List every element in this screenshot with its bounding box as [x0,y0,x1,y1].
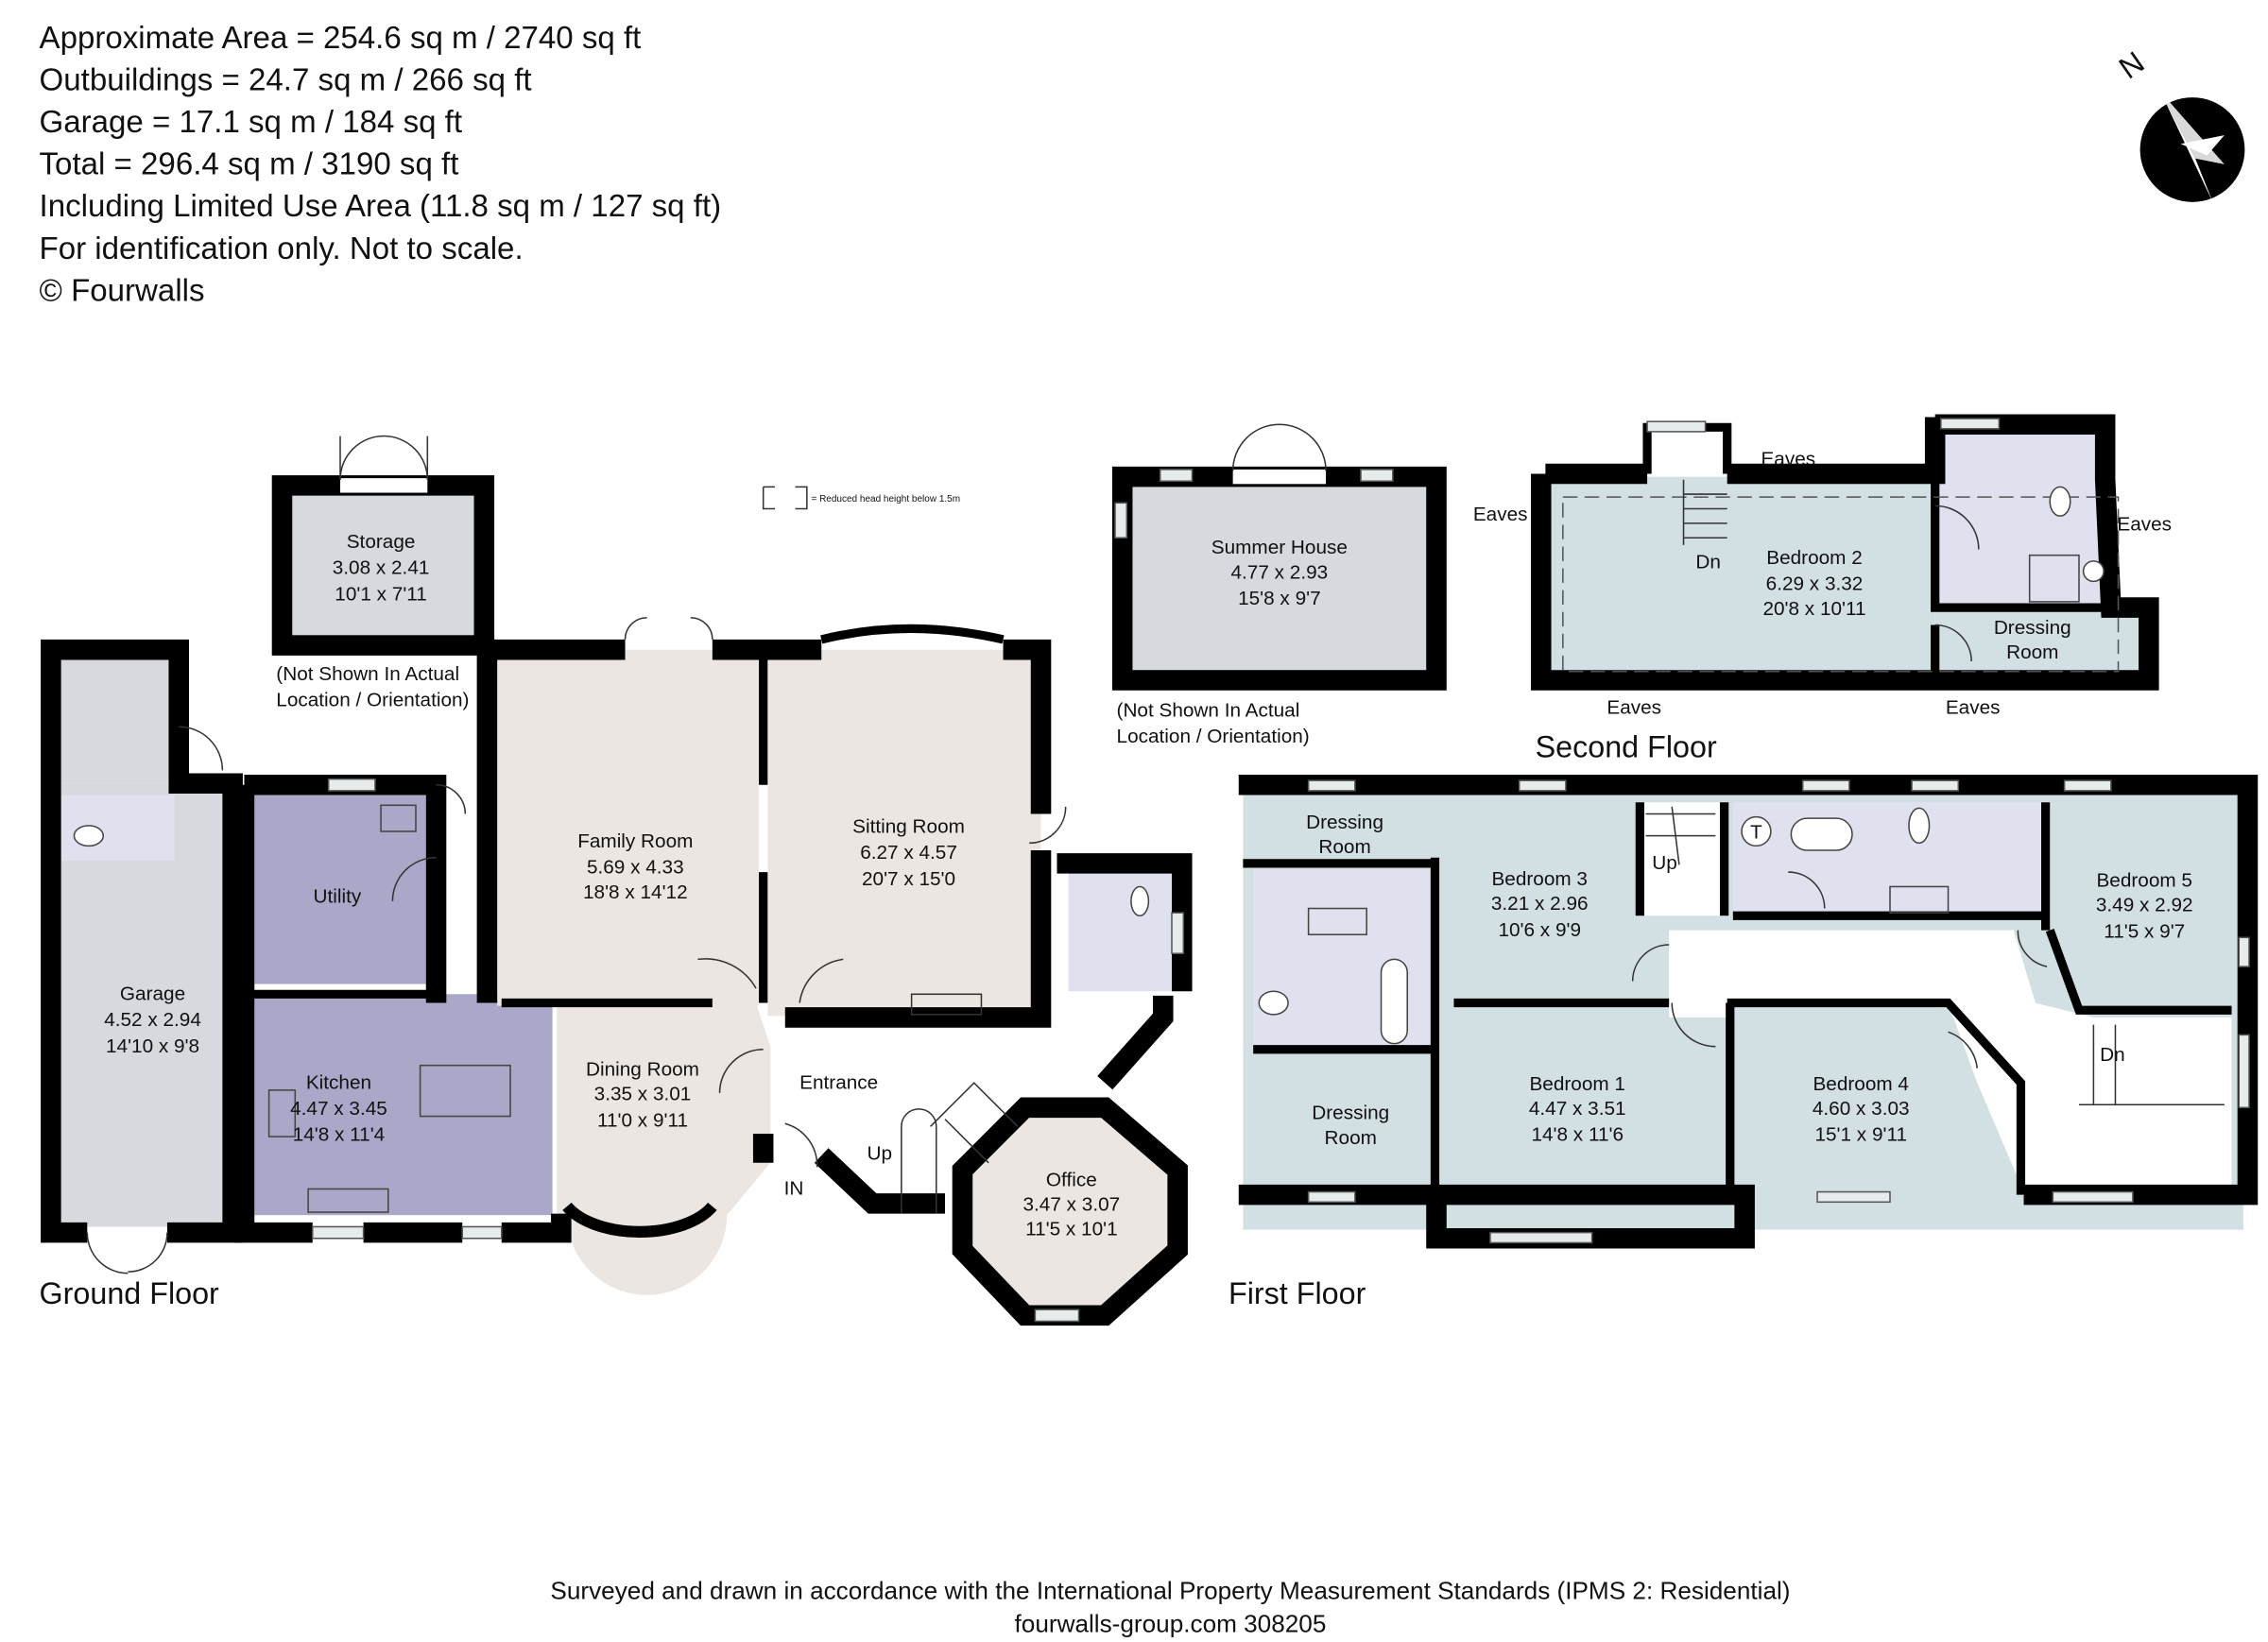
ground-floor-plan: Garage 4.52 x 2.94 14'10 x 9'8 Utility K… [40,617,1193,1326]
garage-area: Garage = 17.1 sq m / 184 sq ft [40,105,463,140]
bedroom-3-name: Bedroom 3 [1491,868,1588,890]
family-room-imperial: 18'8 x 14'12 [583,881,688,903]
second-dressing-room-line1: Dressing [1994,617,2071,639]
bedroom-4-metric: 4.60 x 3.03 [1813,1098,1910,1120]
family-room-metric: 5.69 x 4.33 [587,857,684,879]
office-imperial: 11'5 x 10'1 [1025,1219,1118,1240]
eaves-label-bottom-right: Eaves [1946,696,2001,718]
family-room-name: Family Room [577,830,693,852]
bedroom-2-metric: 6.29 x 3.32 [1766,573,1864,595]
stairs-up-label: Up [868,1143,893,1165]
summer-house-note-1: (Not Shown In Actual [1117,699,1300,721]
dressing-room-bottom-line1: Dressing [1312,1103,1389,1124]
bedroom-5-name: Bedroom 5 [2096,869,2192,891]
garage-metric: 4.52 x 2.94 [104,1009,201,1031]
sitting-room-metric: 6.27 x 4.57 [860,842,957,864]
storage-room: Storage 3.08 x 2.41 10'1 x 7'11 (Not Sho… [271,435,495,711]
summer-house-note-2: Location / Orientation) [1117,726,1310,747]
bedroom-4-imperial: 15'1 x 9'11 [1814,1124,1907,1146]
bedroom-2-name: Bedroom 2 [1766,547,1863,569]
kitchen-imperial: 14'8 x 11'4 [293,1124,386,1146]
bedroom-5-imperial: 11'5 x 9'7 [2104,920,2185,942]
kitchen-metric: 4.47 x 3.45 [290,1098,387,1120]
first-floor-title: First Floor [1228,1276,1366,1310]
dressing-room-top-line1: Dressing [1306,812,1383,833]
second-dressing-room-line2: Room [2006,641,2058,663]
summer-house-imperial: 15'8 x 9'7 [1238,588,1321,609]
approximate-area: Approximate Area = 254.6 sq m / 2740 sq … [40,21,642,56]
footer-standards: Surveyed and drawn in accordance with th… [550,1576,1790,1604]
storage-imperial: 10'1 x 7'11 [335,583,427,605]
summer-house-metric: 4.77 x 2.93 [1231,561,1329,583]
office-metric: 3.47 x 3.07 [1023,1194,1121,1216]
second-floor-plan: Bedroom 2 6.29 x 3.32 20'8 x 10'11 Dress… [1473,414,2172,764]
storage-note-2: Location / Orientation) [276,690,469,711]
summer-house: Summer House 4.77 x 2.93 15'8 x 9'7 (Not… [1111,423,1447,747]
copyright: © Fourwalls [40,273,205,308]
storage-note-1: (Not Shown In Actual [276,663,459,685]
utility-name: Utility [314,885,362,907]
bedroom-3-imperial: 10'6 x 9'9 [1498,919,1581,941]
north-label: N [2113,44,2151,85]
disclaimer: For identification only. Not to scale. [40,231,524,266]
sitting-room-imperial: 20'7 x 15'0 [862,868,955,890]
dining-room-imperial: 11'0 x 9'11 [597,1109,688,1131]
legend: = Reduced head height below 1.5m [762,486,960,510]
limited-use-area: Including Limited Use Area (11.8 sq m / … [40,189,722,224]
first-floor-stairs-down: Dn [2100,1044,2125,1066]
dressing-room-top-line2: Room [1318,836,1370,858]
area-summary: Approximate Area = 254.6 sq m / 2740 sq … [40,21,722,309]
storage-name: Storage [347,531,416,553]
ground-floor-title: Ground Floor [40,1276,220,1310]
legend-text: = Reduced head height below 1.5m [811,494,960,505]
bedroom-4-name: Bedroom 4 [1813,1073,1909,1095]
bedroom-2-imperial: 20'8 x 10'11 [1762,598,1865,620]
bedroom-1-metric: 4.47 x 3.51 [1529,1098,1626,1120]
office-name: Office [1046,1169,1097,1190]
bedroom-1-imperial: 14'8 x 11'6 [1531,1124,1624,1146]
footer-reference: fourwalls-group.com 308205 [1015,1610,1327,1638]
bedroom-1-name: Bedroom 1 [1529,1073,1625,1095]
kitchen-name: Kitchen [306,1071,371,1093]
entrance-in-label: IN [784,1178,804,1200]
north-arrow-icon: N [2113,44,2245,202]
summer-house-name: Summer House [1211,537,1348,558]
first-floor-plan: T Dressing Room Dressing Room Bedroom 3 … [1228,775,2259,1310]
total-area: Total = 296.4 sq m / 3190 sq ft [40,147,459,182]
dressing-room-bottom-line2: Room [1325,1127,1377,1149]
garage-imperial: 14'10 x 9'8 [106,1035,199,1057]
stairs-down-label: Dn [1695,552,1721,573]
eaves-label-right: Eaves [2117,514,2172,536]
eaves-label-left: Eaves [1473,504,1528,525]
dining-room-metric: 3.35 x 3.01 [594,1084,692,1105]
dining-room-name: Dining Room [586,1058,699,1080]
sitting-room-name: Sitting Room [852,816,965,838]
storage-metric: 3.08 x 2.41 [333,557,430,579]
garage-name: Garage [120,983,185,1004]
first-floor-stairs-up: Up [1652,852,1677,874]
eaves-label-bottom-left: Eaves [1606,696,1661,718]
bedroom-5-metric: 3.49 x 2.92 [2096,895,2193,916]
eaves-label-top: Eaves [1761,448,1815,470]
entrance-name: Entrance [799,1071,878,1093]
tank-label: T [1750,822,1762,844]
outbuildings-area: Outbuildings = 24.7 sq m / 266 sq ft [40,62,532,97]
second-floor-title: Second Floor [1536,730,1717,764]
bedroom-3-metric: 3.21 x 2.96 [1491,893,1589,915]
